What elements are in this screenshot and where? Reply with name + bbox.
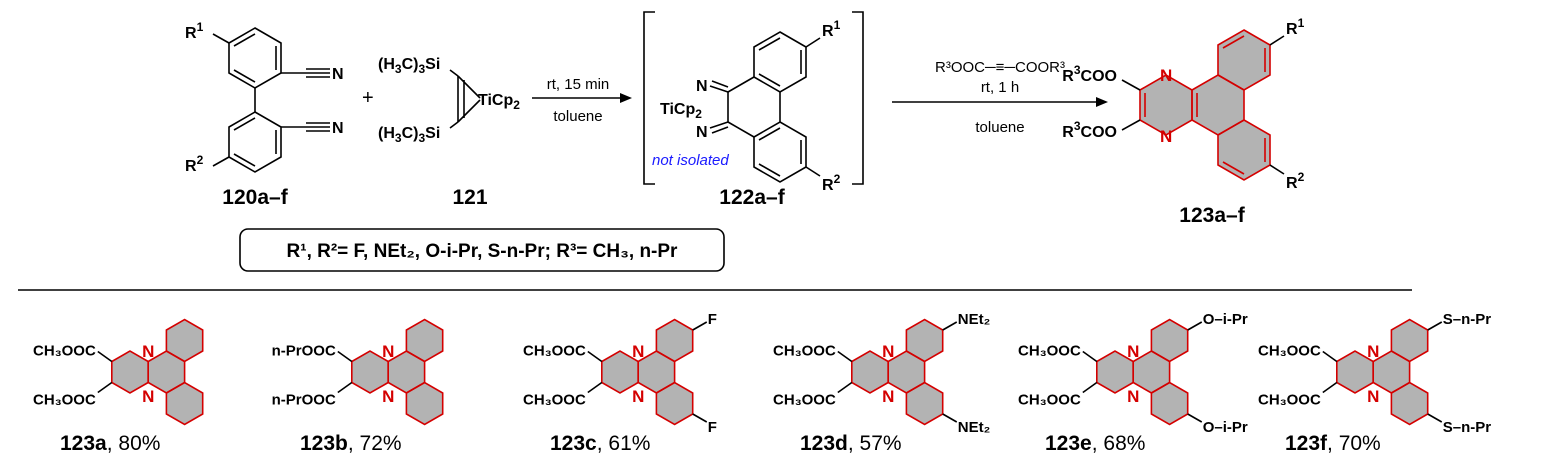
- reaction-arrow-2: R³OOC─≡─COOR³ rt, 1 h toluene: [892, 59, 1108, 136]
- example-label: 123e, 68%: [1045, 432, 1145, 455]
- nitrogen-label: N: [382, 342, 394, 361]
- r2-substituent: NEt₂: [958, 419, 991, 436]
- nitrogen-label: N: [382, 387, 394, 406]
- svg-text:N: N: [1160, 127, 1172, 146]
- step1-condition-bottom: toluene: [553, 108, 602, 125]
- label-120: 120a–f: [222, 186, 288, 209]
- nitrogen-label: N: [142, 387, 154, 406]
- svg-text:N: N: [696, 124, 708, 141]
- r1-substituent: O–i-Pr: [1203, 311, 1248, 328]
- label-123: 123a–f: [1179, 204, 1245, 227]
- step1-condition-top: rt, 15 min: [547, 76, 610, 93]
- example-123a: N N CH₃OOC CH₃OOC 123a, 80%: [33, 318, 204, 455]
- svg-text:(H3C)3Si: (H3C)3Si: [378, 125, 440, 145]
- example-products: N N CH₃OOC CH₃OOC 123a, 80% N Nn-PrOOC n-PrOOC 1…: [33, 311, 1491, 455]
- svg-text:TiCp2: TiCp2: [660, 101, 702, 121]
- label-122: 122a–f: [719, 186, 785, 209]
- example-label: 123f, 70%: [1285, 432, 1381, 455]
- svg-text:N: N: [332, 66, 344, 83]
- nitrogen-label: N: [1367, 342, 1379, 361]
- r1-substituent: F: [708, 311, 717, 328]
- ester-group: CH₃OOC: [1258, 343, 1321, 360]
- nitrogen-label: N: [1367, 387, 1379, 406]
- example-123b: N Nn-PrOOC n-PrOOC 123b, 72%: [272, 318, 444, 455]
- example-123c: N N CH₃OOC CH₃OOC F F 123c, 61%: [523, 311, 717, 455]
- svg-text:R2: R2: [822, 172, 841, 194]
- svg-text:(H3C)3Si: (H3C)3Si: [378, 56, 440, 76]
- svg-text:N: N: [1160, 66, 1172, 85]
- step2-reagent: R³OOC─≡─COOR³: [935, 59, 1065, 76]
- ester-group: n-PrOOC: [272, 392, 336, 409]
- compound-123: R1 R2 R3COO R3COO N N 123a–f: [1062, 16, 1304, 227]
- nitrogen-label: N: [1127, 387, 1139, 406]
- nitrogen-label: N: [1127, 342, 1139, 361]
- r2-substituent: O–i-Pr: [1203, 419, 1248, 436]
- substituent-definitions: R¹, R²= F, NEt₂, O-i-Pr, S-n-Pr; R³= CH₃…: [287, 241, 679, 262]
- plus-sign: +: [362, 87, 374, 109]
- example-label: 123b, 72%: [300, 432, 402, 455]
- nitrogen-label: N: [632, 342, 644, 361]
- nitrogen-label: N: [632, 387, 644, 406]
- svg-text:R3COO: R3COO: [1062, 119, 1117, 141]
- substituent-box: R¹, R²= F, NEt₂, O-i-Pr, S-n-Pr; R³= CH₃…: [239, 228, 725, 272]
- svg-text:N: N: [696, 78, 708, 95]
- r2-substituent: S–n-Pr: [1443, 419, 1492, 436]
- nitrogen-label: N: [142, 342, 154, 361]
- ester-group: CH₃OOC: [773, 392, 836, 409]
- ester-group: n-PrOOC: [272, 343, 336, 360]
- example-123d: N N CH₃OOC CH₃OOC NEt₂ NEt₂ 123d, 57%: [773, 311, 990, 455]
- ester-group: CH₃OOC: [523, 392, 586, 409]
- compound-120: R1 N N R2 120a–f: [185, 20, 344, 209]
- example-label: 123a, 80%: [60, 432, 160, 455]
- r2-substituent: F: [708, 419, 717, 436]
- svg-text:R2: R2: [185, 153, 204, 175]
- ester-group: CH₃OOC: [1258, 392, 1321, 409]
- svg-text:R2: R2: [1286, 170, 1305, 192]
- ester-group: CH₃OOC: [33, 392, 96, 409]
- nitrogen-label: N: [882, 387, 894, 406]
- svg-text:R1: R1: [185, 20, 204, 42]
- ester-group: CH₃OOC: [523, 343, 586, 360]
- label-121: 121: [452, 186, 487, 209]
- svg-text:TiCp2: TiCp2: [478, 92, 520, 112]
- svg-text:R1: R1: [822, 18, 841, 40]
- not-isolated-note: not isolated: [652, 152, 729, 169]
- example-label: 123c, 61%: [550, 432, 650, 455]
- ester-group: CH₃OOC: [33, 343, 96, 360]
- r1-substituent: NEt₂: [958, 311, 991, 328]
- svg-text:N: N: [332, 120, 344, 137]
- svg-text:R3COO: R3COO: [1062, 63, 1117, 85]
- example-label: 123d, 57%: [800, 432, 902, 455]
- reaction-arrow-1: rt, 15 min toluene: [532, 76, 632, 125]
- ester-group: CH₃OOC: [1018, 392, 1081, 409]
- step2-condition-bottom: toluene: [975, 119, 1024, 136]
- svg-text:R1: R1: [1286, 16, 1305, 38]
- ester-group: CH₃OOC: [1018, 343, 1081, 360]
- nitrogen-label: N: [882, 342, 894, 361]
- step2-condition-top: rt, 1 h: [981, 79, 1019, 96]
- ester-group: CH₃OOC: [773, 343, 836, 360]
- compound-122: R1 R2 N N TiCp2 not isolated 122a–f: [643, 11, 864, 209]
- r1-substituent: S–n-Pr: [1443, 311, 1492, 328]
- compound-121: (H3C)3Si (H3C)3Si TiCp2 121: [378, 56, 520, 209]
